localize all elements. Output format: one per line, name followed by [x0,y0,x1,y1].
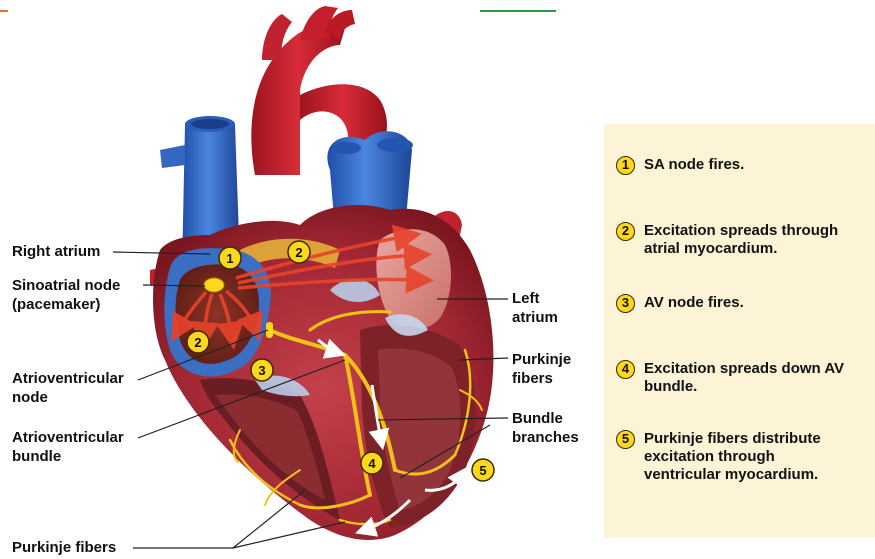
marker-3-text: 3 [258,363,265,378]
label-left-atrium-sub: atrium [512,308,558,327]
step-4-number: 4 [616,360,635,379]
label-left-atrium: Left [512,289,540,308]
marker-5-text: 5 [479,463,486,478]
step-4: 4 Excitation spreads down AV bundle. [616,360,844,396]
step-3-number: 3 [616,294,635,313]
label-purkinje-bottom: Purkinje fibers [12,538,116,557]
steps-legend: 1 SA node fires. 2 Excitation spreads th… [604,124,875,538]
marker-2a-text: 2 [295,245,302,260]
step-1: 1 SA node fires. [616,156,744,175]
label-bundle-branches-sub: branches [512,428,579,447]
label-purkinje-right: Purkinje [512,350,571,369]
label-right-atrium: Right atrium [12,242,100,261]
label-av-bundle: Atrioventricular [12,428,124,447]
step-4-text: Excitation spreads down AV bundle. [644,360,844,396]
marker-1-text: 1 [226,251,233,266]
step-3-text: AV node fires. [644,294,744,312]
step-5-text: Purkinje fibers distribute excitation th… [644,430,821,484]
marker-4-text: 4 [368,456,376,471]
step-3: 3 AV node fires. [616,294,744,313]
label-sa-node-sub: (pacemaker) [12,295,100,314]
label-av-node: Atrioventricular [12,369,124,388]
sa-node [204,278,224,292]
step-2-text: Excitation spreads through atrial myocar… [644,222,838,258]
label-av-bundle-sub: bundle [12,447,61,466]
marker-2b-text: 2 [194,335,201,350]
label-bundle-branches: Bundle [512,409,563,428]
label-av-node-sub: node [12,388,48,407]
step-1-number: 1 [616,156,635,175]
step-2-number: 2 [616,222,635,241]
step-2: 2 Excitation spreads through atrial myoc… [616,222,838,258]
label-sa-node: Sinoatrial node [12,276,120,295]
label-purkinje-right-sub: fibers [512,369,553,388]
step-5-number: 5 [616,430,635,449]
step-5: 5 Purkinje fibers distribute excitation … [616,430,821,484]
step-1-text: SA node fires. [644,156,744,174]
